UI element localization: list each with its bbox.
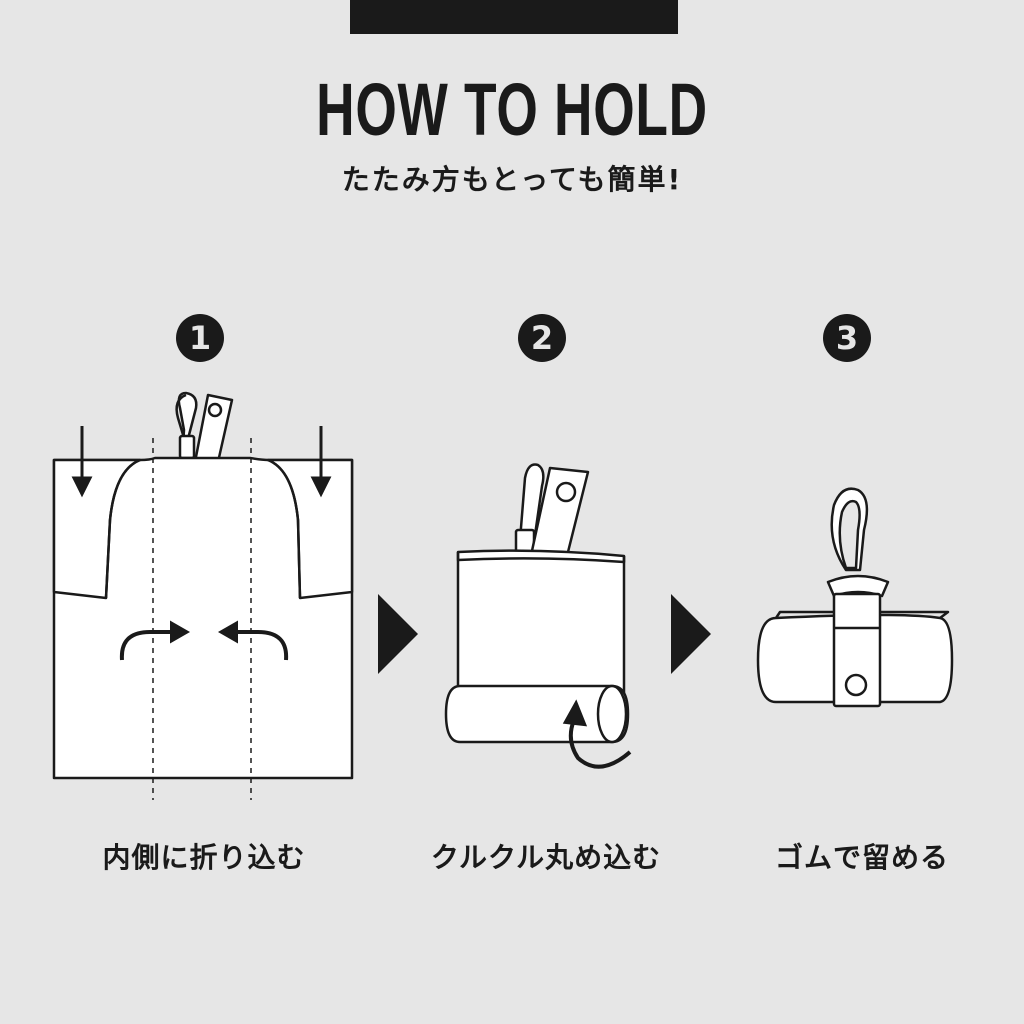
- step-3-illustration: [756, 487, 954, 708]
- down-arrow-icon: [310, 426, 332, 498]
- play-triangle-icon: [378, 594, 418, 674]
- step-1-caption: 内側に折り込む: [102, 841, 306, 874]
- carabiner-icon: [830, 487, 869, 572]
- step-3-caption: ゴムで留める: [774, 841, 949, 874]
- play-triangle-icon: [671, 594, 711, 674]
- curved-arrow-icon: [119, 620, 191, 661]
- down-arrow-icon: [71, 426, 93, 498]
- step-2-illustration: [444, 463, 630, 744]
- step-2-number: 2: [518, 314, 566, 362]
- carabiner-icon: [175, 391, 198, 464]
- page-title: HOW TO HOLD: [316, 68, 708, 151]
- step-2-caption: クルクル丸め込む: [430, 841, 662, 874]
- step-1-number: 1: [176, 314, 224, 362]
- page-subtitle: たたみ方もとっても簡単!: [341, 163, 683, 196]
- curved-arrow-icon: [217, 620, 289, 661]
- curved-arrow-icon: [562, 699, 632, 769]
- step-3-number: 3: [823, 314, 871, 362]
- header-bar: [350, 0, 678, 34]
